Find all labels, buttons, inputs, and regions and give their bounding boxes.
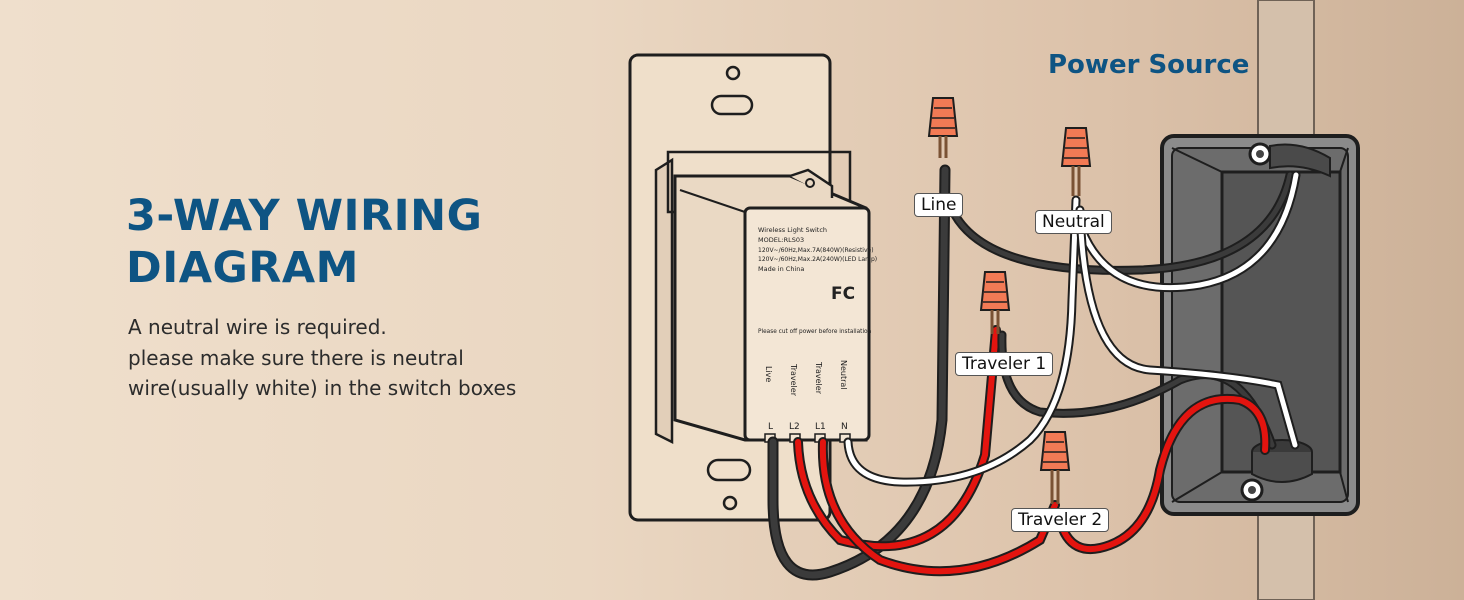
terminal-name: Traveler — [789, 363, 798, 397]
description-line-2: please make sure there is neutral — [128, 345, 464, 370]
wire-nuts — [927, 97, 1092, 504]
device-label-line: 120V~/60Hz,Max.2A(240W)(LED Lamp) — [758, 256, 877, 263]
device-label-line: Wireless Light Switch — [758, 226, 827, 234]
device-label-line: Made in China — [758, 265, 804, 273]
terminal-name: Traveler — [814, 361, 823, 395]
terminal-name: Live — [764, 366, 773, 382]
traveler-2-wire-label: Traveler 2 — [1011, 508, 1110, 532]
terminal-code: L1 — [815, 422, 826, 432]
description-line-3: wire(usually white) in the switch boxes — [128, 376, 517, 400]
line-wire-label: Line — [914, 193, 964, 217]
power-source-label: Power Source — [1048, 50, 1250, 80]
line-wire-nut-icon — [927, 97, 959, 158]
page-title: 3-WAY WIRING DIAGRAM — [126, 190, 482, 294]
title-line-2: DIAGRAM — [126, 243, 359, 293]
switch-housing — [654, 150, 871, 445]
wires — [767, 164, 1301, 581]
fc-logo: FC — [831, 284, 855, 304]
neutral-wire-label: Neutral — [1035, 210, 1112, 234]
traveler-2-wire-nut-icon — [1039, 431, 1071, 504]
device-label-line: MODEL:RLS03 — [758, 236, 804, 244]
traveler-1-wire-label: Traveler 1 — [955, 352, 1054, 376]
description: A neutral wire is required. please make … — [128, 312, 516, 404]
junction-box — [1160, 134, 1360, 516]
terminal-code: N — [841, 422, 848, 432]
neutral-wire-nut-icon — [1060, 127, 1092, 196]
description-line-1: A neutral wire is required. — [128, 315, 387, 339]
device-warning: Please cut off power before installation — [758, 329, 872, 335]
neutral-wire — [843, 195, 1081, 487]
device-label-line: 120V~/60Hz,Max.7A(840W)(Resistive) — [758, 247, 874, 254]
terminal-name: Neutral — [839, 360, 848, 390]
traveler-1-wire-nut-icon — [979, 271, 1011, 334]
title-line-1: 3-WAY WIRING — [126, 191, 483, 241]
terminal-code: L — [768, 422, 773, 432]
terminal-code: L2 — [789, 422, 800, 432]
device-label: Wireless Light Switch MODEL:RLS03 120V~/… — [758, 226, 877, 432]
